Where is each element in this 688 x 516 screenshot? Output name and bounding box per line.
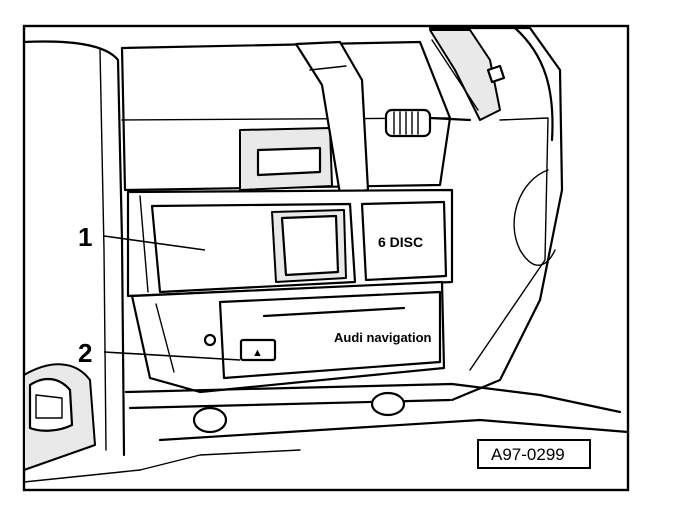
reference-code-box: A97-0299 [477, 439, 591, 469]
eject-button [239, 338, 277, 362]
nav-label: Audi navigation [334, 330, 432, 345]
cd-changer: 6 DISC [126, 188, 454, 298]
upper-housing [120, 40, 472, 196]
lower-mounting-frame [23, 382, 630, 483]
eject-symbol: ▲ [252, 347, 263, 359]
navigation-unit: ▲ Audi navigation [130, 280, 446, 394]
right-console [428, 26, 564, 402]
callout-leader-2 [103, 351, 241, 361]
callout-number-1: 1 [78, 222, 92, 252]
changer-label: 6 DISC [378, 234, 423, 250]
left-trim-panel [22, 40, 126, 471]
callout-leader-1 [103, 235, 206, 251]
callout-number-2: 2 [78, 338, 92, 368]
mount-screw [203, 333, 217, 347]
reference-code: A97-0299 [491, 445, 565, 464]
thumbwheel [384, 108, 432, 138]
figure-frame [22, 24, 630, 492]
